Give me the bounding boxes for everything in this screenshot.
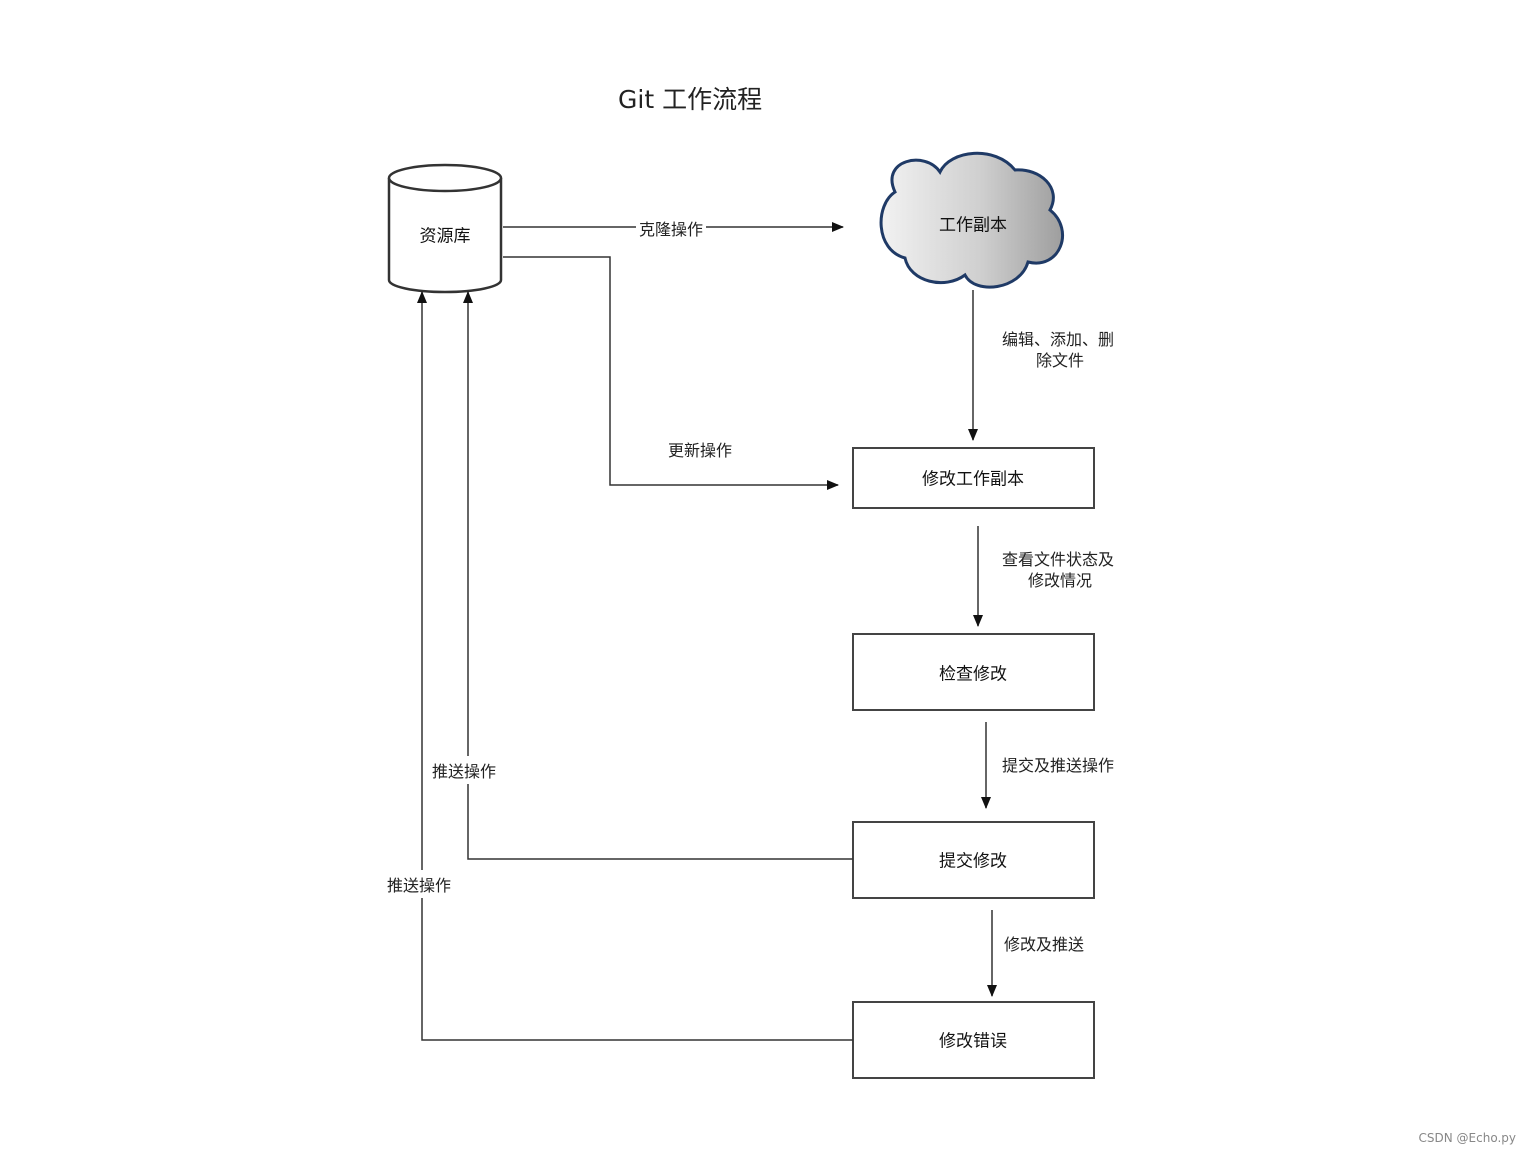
check-label: 检查修改 [939, 664, 1007, 685]
repo-node [387, 163, 503, 294]
working-copy-node [879, 151, 1065, 289]
modify-copy-label: 修改工作副本 [922, 469, 1024, 490]
check-node [852, 633, 1095, 711]
modify-copy-node [852, 447, 1095, 509]
push-edge-commit [463, 291, 853, 860]
clone-label: 克隆操作 [636, 216, 707, 240]
edit-label-line1: 编辑、添加、删 [1002, 326, 1115, 350]
push-label-b: 推送操作 [387, 870, 452, 898]
modify-push-label: 修改及推送 [1004, 931, 1085, 955]
repo-label: 资源库 [419, 226, 471, 247]
status-label-line2: 修改情况 [1028, 567, 1093, 591]
update-label: 更新操作 [668, 437, 733, 461]
watermark: CSDN @Echo.py [1418, 1131, 1516, 1145]
commit-node [852, 821, 1095, 899]
status-label-line1: 查看文件状态及 [1002, 546, 1115, 570]
fix-label: 修改错误 [939, 1031, 1007, 1052]
diagram-title: Git 工作流程 [618, 85, 763, 114]
edit-label-line2: 除文件 [1036, 347, 1085, 371]
update-edge [503, 256, 839, 490]
working-copy-label: 工作副本 [939, 215, 1007, 236]
push-edge-fix [417, 291, 853, 1041]
commit-push-label: 提交及推送操作 [1002, 752, 1115, 776]
commit-label: 提交修改 [939, 851, 1007, 872]
push-label-a: 推送操作 [432, 756, 497, 784]
